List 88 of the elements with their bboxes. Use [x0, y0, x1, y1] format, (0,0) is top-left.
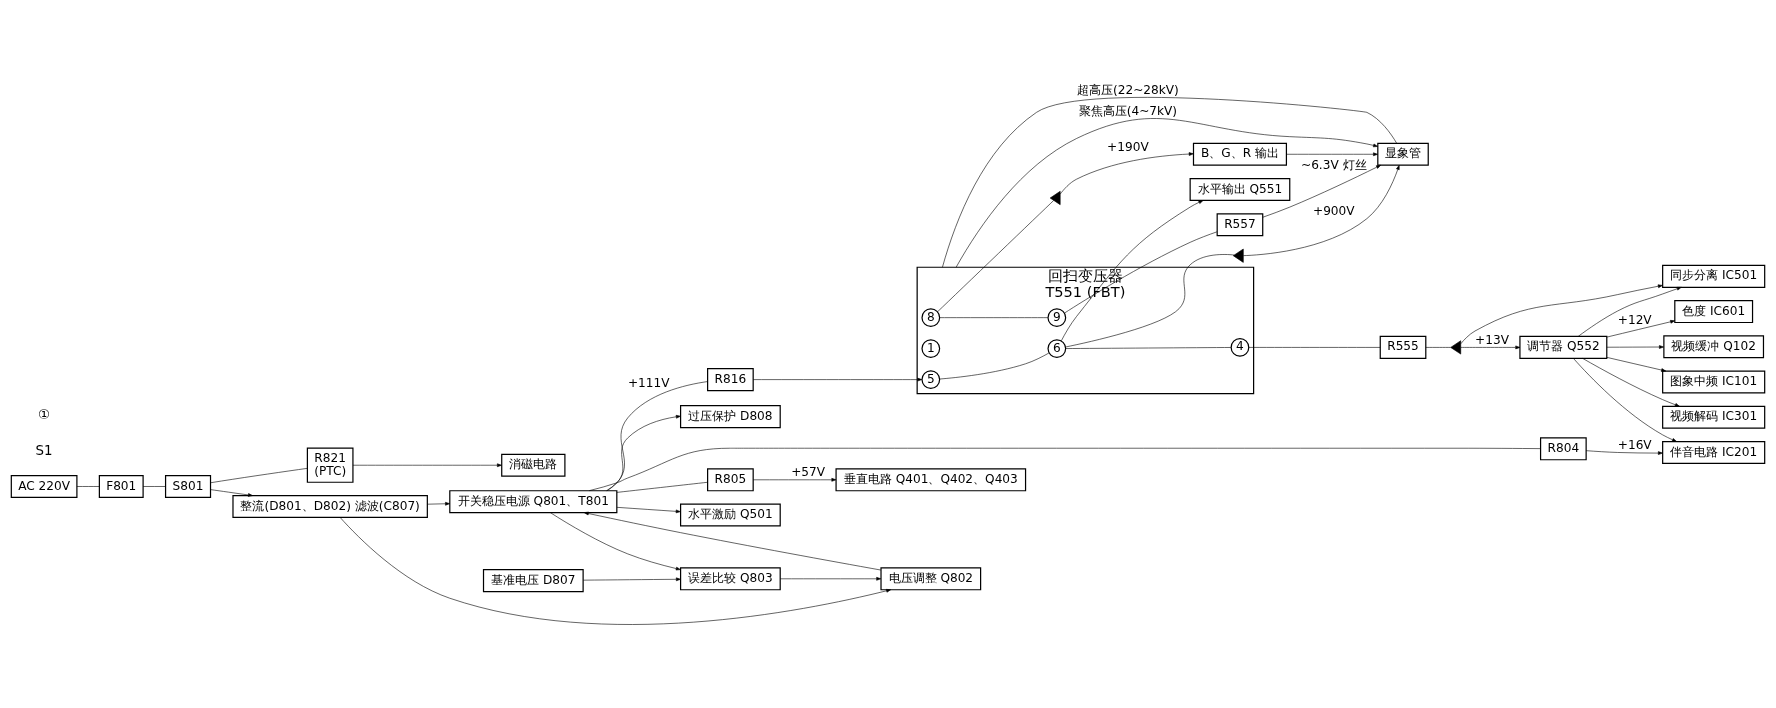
edge-label: +900V — [1312, 203, 1355, 218]
edge-label: +12V — [1617, 312, 1652, 327]
edge-label: +190V — [1107, 139, 1149, 154]
node-box: 水平输出 Q551 — [1189, 177, 1291, 201]
node-box: 图象中频 IC101 — [1662, 370, 1766, 394]
node-box: 基准电压 D807 — [482, 568, 584, 592]
connector — [1064, 231, 1218, 313]
node-box: B、G、R 输出 — [1192, 142, 1287, 166]
connector — [939, 352, 1050, 379]
label: ① — [38, 406, 51, 422]
arrow — [1460, 283, 1663, 344]
connector — [1248, 346, 1381, 348]
connector — [942, 96, 1397, 268]
node-box: R821 (PTC) — [306, 447, 354, 483]
arrow — [550, 511, 681, 570]
arrow — [1286, 152, 1378, 156]
node-box: F801 — [98, 474, 144, 498]
node-box: 调节器 Q552 — [1519, 335, 1608, 359]
arrow — [606, 414, 681, 491]
node-diode — [1450, 339, 1462, 354]
edge-label: 聚焦高压(4~7kV) — [1078, 103, 1178, 118]
node-circle: 5 — [921, 369, 941, 389]
connector — [76, 485, 100, 487]
node-circle: 6 — [1047, 338, 1067, 358]
node-box: R555 — [1379, 335, 1427, 359]
arrow — [427, 501, 450, 506]
node-box: S801 — [164, 474, 212, 498]
arrow — [583, 577, 681, 581]
node-box: 水平激励 Q501 — [680, 503, 781, 527]
connector — [939, 316, 1049, 318]
node-box: 误差比较 Q803 — [680, 566, 781, 590]
arrow — [1577, 286, 1682, 337]
node-circle: 1 — [921, 338, 941, 358]
arrow — [779, 576, 882, 581]
arrow — [1606, 356, 1667, 372]
arrow — [1061, 199, 1204, 341]
connector — [588, 447, 1541, 491]
arrow — [1582, 357, 1680, 407]
connector — [1425, 346, 1451, 348]
arrow — [1606, 319, 1676, 337]
node-box: 垂直电路 Q401、Q402、Q403 — [835, 467, 1027, 491]
arrow — [1243, 164, 1400, 256]
node-box: R557 — [1216, 212, 1264, 236]
connector — [142, 485, 166, 487]
connector — [1065, 346, 1232, 349]
arrow — [752, 377, 923, 381]
connector — [210, 467, 308, 483]
edge-label: 超高压(22~28kV) — [1077, 82, 1179, 97]
node-diode — [1232, 248, 1244, 263]
node-box: 消磁电路 — [501, 453, 566, 477]
arrow — [339, 516, 891, 625]
node-diode — [1049, 190, 1061, 205]
node-circle: 9 — [1047, 307, 1067, 327]
node-box: R816 — [707, 367, 754, 391]
arrow — [210, 488, 253, 497]
arrow — [1573, 357, 1677, 442]
node-box: 色度 IC601 — [1674, 299, 1754, 323]
arrow — [752, 477, 837, 482]
connector — [1065, 253, 1235, 347]
connector — [606, 380, 708, 491]
arrow — [1460, 345, 1521, 349]
node-circle: 4 — [1230, 337, 1250, 357]
arrow — [1585, 449, 1663, 455]
edge-label: +57V — [791, 464, 826, 479]
label: S1 — [35, 442, 53, 458]
arrow — [1262, 164, 1381, 218]
arrow — [616, 506, 681, 513]
node-box: AC 220V — [10, 474, 78, 498]
node-box: R805 — [707, 467, 754, 491]
node-box: 过压保护 D808 — [680, 404, 781, 428]
arrow — [1059, 151, 1194, 194]
arrow — [583, 511, 882, 570]
edge-label: ~6.3V 灯丝 — [1300, 157, 1367, 172]
node-box: 显象管 — [1377, 142, 1429, 166]
edge-label: +13V — [1475, 332, 1509, 347]
node-box: R804 — [1539, 436, 1587, 460]
edge-label: +16V — [1617, 437, 1652, 452]
node-circle: 8 — [921, 307, 941, 327]
connector — [937, 199, 1054, 312]
node-box: 视频缓冲 Q102 — [1663, 334, 1765, 358]
edge-label: +111V — [627, 375, 670, 390]
arrow — [352, 462, 502, 467]
node-box: 伴音电路 IC201 — [1662, 440, 1766, 464]
arrow — [955, 117, 1378, 268]
node-box: 视频解码 IC301 — [1662, 405, 1766, 429]
connector — [616, 481, 708, 493]
node-box: 电压调整 Q802 — [880, 566, 982, 590]
arrow — [1606, 344, 1664, 349]
